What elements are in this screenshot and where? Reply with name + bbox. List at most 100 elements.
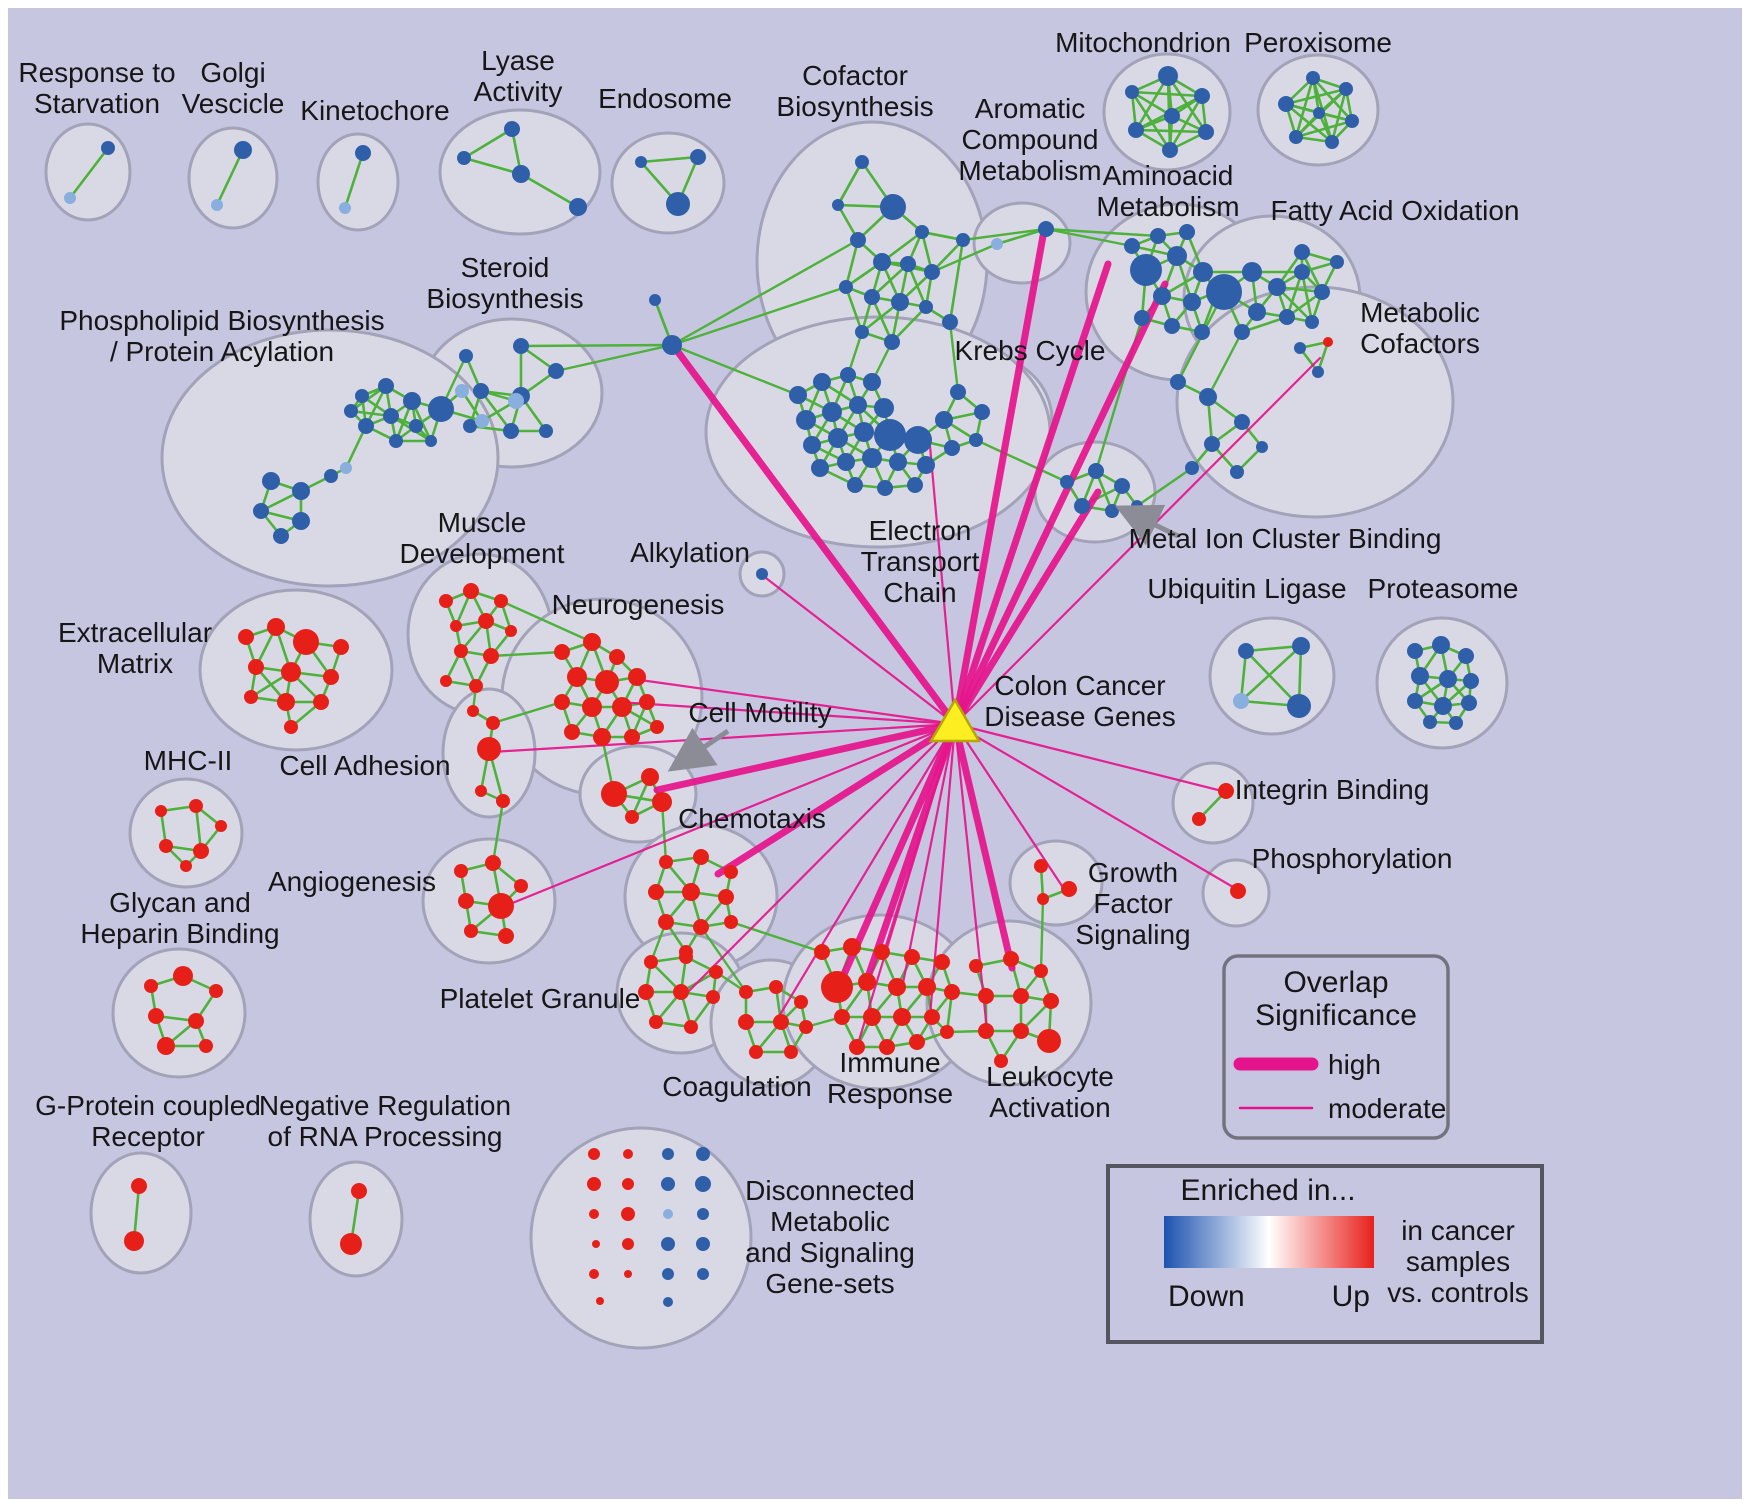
- peroxisome-node[interactable]: [1339, 82, 1353, 96]
- disconnected-gene-sets-node[interactable]: [624, 1270, 632, 1278]
- cofactor-biosynthesis-node[interactable]: [942, 314, 958, 330]
- metal-ion-cluster-binding-node[interactable]: [1088, 463, 1104, 479]
- cell-motility-node[interactable]: [652, 792, 672, 812]
- glycan-heparin-binding-node[interactable]: [148, 1008, 164, 1024]
- cofactor-biosynthesis-node[interactable]: [855, 325, 869, 339]
- disconnected-gene-sets-node[interactable]: [697, 1268, 709, 1280]
- electron-transport-chain-node[interactable]: [917, 456, 935, 474]
- metabolic-cofactors-node[interactable]: [1170, 374, 1186, 390]
- cell-adhesion-node[interactable]: [486, 716, 500, 730]
- extracellular-matrix-node[interactable]: [277, 693, 295, 711]
- phospholipid-biosynthesis-node[interactable]: [292, 512, 310, 530]
- cofactor-biosynthesis-node[interactable]: [924, 264, 940, 280]
- mhc-ii-node[interactable]: [189, 799, 203, 813]
- fatty-acid-oxidation-node[interactable]: [1248, 303, 1266, 321]
- fatty-acid-oxidation-node[interactable]: [1234, 324, 1250, 340]
- response-to-starvation-node[interactable]: [64, 192, 76, 204]
- proteasome-node[interactable]: [1423, 715, 1437, 729]
- peroxisome-node[interactable]: [1325, 135, 1339, 149]
- disconnected-gene-sets-node[interactable]: [623, 1149, 633, 1159]
- immune-response-node[interactable]: [821, 971, 853, 1003]
- mitochondrion-node[interactable]: [1125, 85, 1139, 99]
- integrin-binding-node[interactable]: [1218, 783, 1234, 799]
- electron-transport-chain-node[interactable]: [837, 453, 855, 471]
- peroxisome-node[interactable]: [1289, 130, 1303, 144]
- phosphorylation-node[interactable]: [1230, 883, 1246, 899]
- cofactor-biosynthesis-node[interactable]: [915, 225, 929, 239]
- neurogenesis-node[interactable]: [583, 633, 601, 651]
- neurogenesis-node[interactable]: [595, 670, 619, 694]
- aminoacid-metabolism-node[interactable]: [1134, 310, 1150, 326]
- leukocyte-activation-node[interactable]: [994, 1054, 1008, 1068]
- disconnected-gene-sets-node[interactable]: [588, 1148, 600, 1160]
- angiogenesis-node[interactable]: [485, 855, 501, 871]
- cofactor-biosynthesis-node[interactable]: [873, 253, 891, 271]
- chemotaxis-node[interactable]: [659, 855, 673, 869]
- glycan-heparin-binding-node[interactable]: [209, 984, 223, 998]
- cell-adhesion-node[interactable]: [475, 785, 487, 797]
- phospholipid-biosynthesis-node[interactable]: [378, 378, 394, 394]
- fatty-acid-oxidation-node[interactable]: [1242, 262, 1262, 282]
- fatty-acid-oxidation-node[interactable]: [1314, 284, 1330, 300]
- platelet-granule-node[interactable]: [706, 990, 720, 1004]
- phospholipid-biosynthesis-node[interactable]: [324, 469, 338, 483]
- mhc-ii-node[interactable]: [155, 805, 167, 817]
- immune-response-node[interactable]: [909, 1034, 925, 1050]
- leukocyte-activation-node[interactable]: [1034, 964, 1048, 978]
- steroid-biosynthesis-node[interactable]: [548, 363, 564, 379]
- metabolic-cofactors-node[interactable]: [1256, 441, 1268, 453]
- immune-response-node[interactable]: [843, 938, 861, 956]
- immune-response-node[interactable]: [874, 944, 890, 960]
- ubiquitin-ligase-node[interactable]: [1287, 694, 1311, 718]
- fatty-acid-oxidation-node[interactable]: [1279, 309, 1295, 325]
- steroid-biosynthesis-node[interactable]: [539, 424, 553, 438]
- metal-ion-cluster-binding-node[interactable]: [1105, 504, 1119, 518]
- chemotaxis-node[interactable]: [658, 914, 674, 930]
- coagulation-node[interactable]: [773, 1014, 789, 1030]
- proteasome-node[interactable]: [1439, 670, 1457, 688]
- phospholipid-biosynthesis-node[interactable]: [425, 435, 437, 447]
- cofactor-biosynthesis-node[interactable]: [919, 300, 933, 314]
- cell-adhesion-node[interactable]: [477, 737, 501, 761]
- mitochondrion-node[interactable]: [1194, 88, 1210, 104]
- electron-transport-chain-node[interactable]: [935, 411, 953, 429]
- coagulation-node[interactable]: [769, 980, 783, 994]
- kinetochore-node[interactable]: [339, 202, 351, 214]
- metabolic-cofactors-node[interactable]: [1234, 414, 1250, 430]
- electron-transport-chain-node[interactable]: [813, 373, 831, 391]
- metabolic-cofactors-node[interactable]: [1323, 337, 1333, 347]
- disconnected-gene-sets-node[interactable]: [695, 1176, 711, 1192]
- phospholipid-biosynthesis-node[interactable]: [292, 482, 310, 500]
- neurogenesis-node[interactable]: [554, 644, 570, 660]
- aminoacid-metabolism-node[interactable]: [1167, 246, 1187, 266]
- extracellular-matrix-node[interactable]: [323, 669, 339, 685]
- disconnected-gene-sets-node[interactable]: [663, 1297, 673, 1307]
- leukocyte-activation-node[interactable]: [1003, 951, 1019, 967]
- negative-regulation-of-rna-processing-node[interactable]: [340, 1233, 362, 1255]
- disconnected-gene-sets-node[interactable]: [661, 1237, 675, 1251]
- disconnected-gene-sets-node[interactable]: [592, 1240, 600, 1248]
- cofactor-biosynthesis-node[interactable]: [880, 194, 906, 220]
- ubiquitin-ligase-node[interactable]: [1233, 693, 1249, 709]
- electron-transport-chain-node[interactable]: [849, 396, 867, 414]
- neurogenesis-node[interactable]: [582, 697, 602, 717]
- proteasome-node[interactable]: [1432, 636, 1450, 654]
- fatty-acid-oxidation-node[interactable]: [1268, 278, 1286, 296]
- fatty-acid-oxidation-node[interactable]: [1305, 315, 1319, 329]
- muscle-development-node[interactable]: [440, 675, 452, 687]
- disconnected-gene-sets-node[interactable]: [596, 1297, 604, 1305]
- muscle-development-node[interactable]: [439, 594, 453, 608]
- disconnected-gene-sets-node[interactable]: [662, 1268, 674, 1280]
- endosome-node[interactable]: [666, 192, 690, 216]
- coagulation-node[interactable]: [749, 1045, 763, 1059]
- cell-motility-node[interactable]: [625, 810, 639, 824]
- platelet-granule-node[interactable]: [673, 984, 689, 1000]
- electron-transport-chain-node[interactable]: [822, 402, 842, 422]
- immune-response-node[interactable]: [863, 1008, 881, 1026]
- electron-transport-chain-node[interactable]: [877, 480, 893, 496]
- chemotaxis-node[interactable]: [693, 849, 709, 865]
- chemotaxis-node[interactable]: [682, 883, 700, 901]
- immune-response-node[interactable]: [814, 944, 830, 960]
- electron-transport-chain-node[interactable]: [950, 384, 966, 400]
- electron-transport-chain-node[interactable]: [974, 404, 990, 420]
